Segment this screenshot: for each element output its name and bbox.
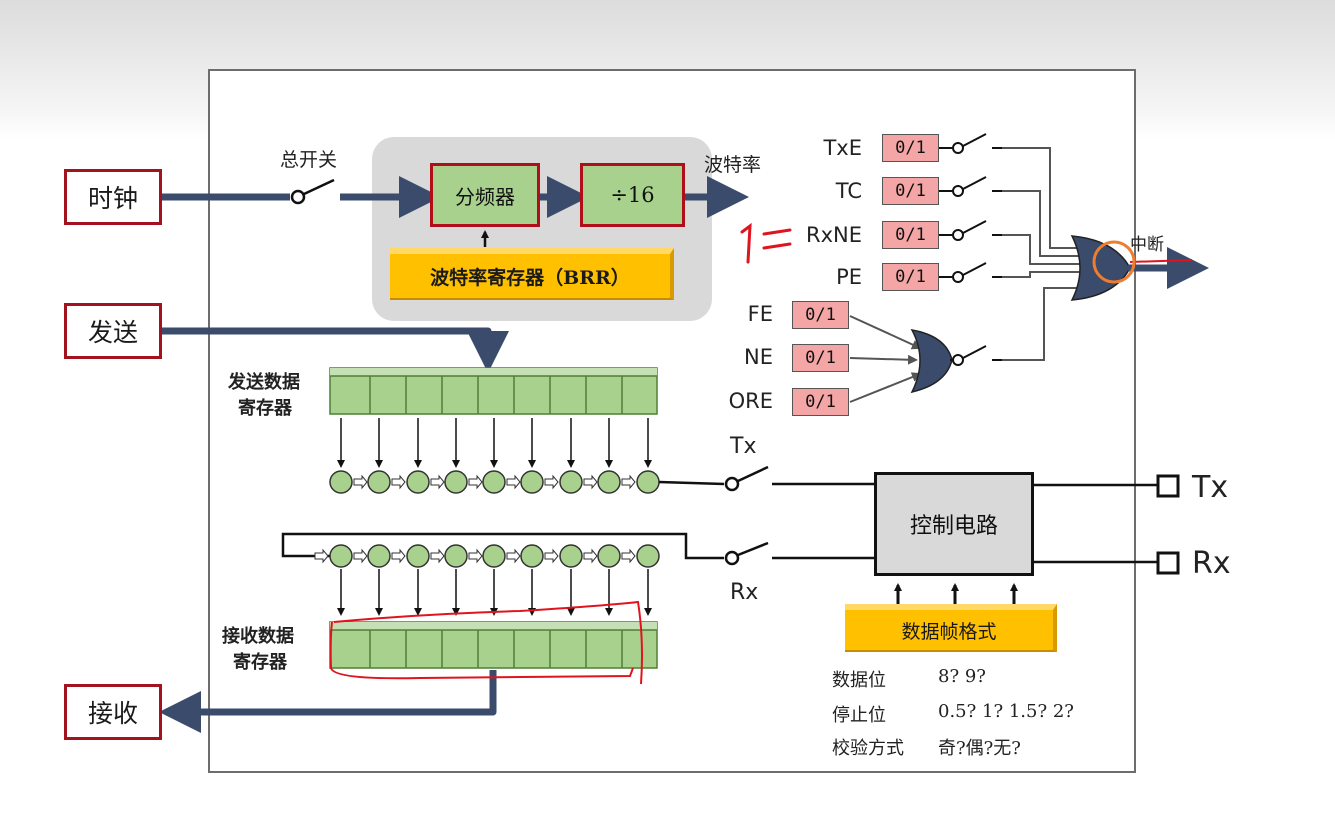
flag-value-ore: 0/1 xyxy=(792,388,849,416)
frame-format-box: 数据帧格式 xyxy=(845,604,1057,652)
master-switch-label: 总开关 xyxy=(280,149,338,171)
clock-label: 时钟 xyxy=(64,169,162,225)
param-value-stop-bits: 0.5? 1? 1.5? 2? xyxy=(938,701,1074,722)
receive-label: 接收 xyxy=(64,684,162,740)
param-name-parity: 校验方式 xyxy=(832,738,904,759)
flag-name-tc: TC xyxy=(835,179,862,203)
flag-value-tc: 0/1 xyxy=(882,177,939,205)
flag-name-fe: FE xyxy=(747,302,773,326)
brr-box: 波特率寄存器（BRR） xyxy=(390,248,674,300)
flag-name-rxne: RxNE xyxy=(806,223,862,247)
baud-rate-label: 波特率 xyxy=(704,154,762,176)
rdr-label-line1: 接收数据 xyxy=(222,626,294,647)
param-name-data-bits: 数据位 xyxy=(832,670,886,691)
param-value-data-bits: 8? 9? xyxy=(938,666,986,687)
param-name-stop-bits: 停止位 xyxy=(832,705,886,726)
control-circuit: 控制电路 xyxy=(874,472,1034,576)
param-value-parity: 奇?偶?无? xyxy=(938,738,1021,759)
flag-name-txe: TxE xyxy=(823,136,862,160)
rdr-label-line2: 寄存器 xyxy=(233,652,287,673)
div16-box: ÷16 xyxy=(580,163,685,227)
flag-value-pe: 0/1 xyxy=(882,263,939,291)
flag-value-fe: 0/1 xyxy=(792,301,849,329)
flag-name-ne: NE xyxy=(744,345,773,369)
tdr-label-line2: 寄存器 xyxy=(238,398,292,419)
flag-value-rxne: 0/1 xyxy=(882,221,939,249)
flag-value-ne: 0/1 xyxy=(792,344,849,372)
tx-pin-label: Tx xyxy=(1192,470,1229,505)
divider-box: 分频器 xyxy=(430,163,540,227)
flag-name-ore: ORE xyxy=(728,389,773,413)
rx-pin-label: Rx xyxy=(1192,546,1231,581)
interrupt-label: 中断 xyxy=(1130,235,1164,255)
flag-name-pe: PE xyxy=(836,265,862,289)
flag-value-txe: 0/1 xyxy=(882,134,939,162)
tx-switch-label: Tx xyxy=(730,434,757,459)
send-label: 发送 xyxy=(64,303,162,359)
rx-switch-label: Rx xyxy=(730,580,759,605)
tdr-label-line1: 发送数据 xyxy=(228,372,300,393)
